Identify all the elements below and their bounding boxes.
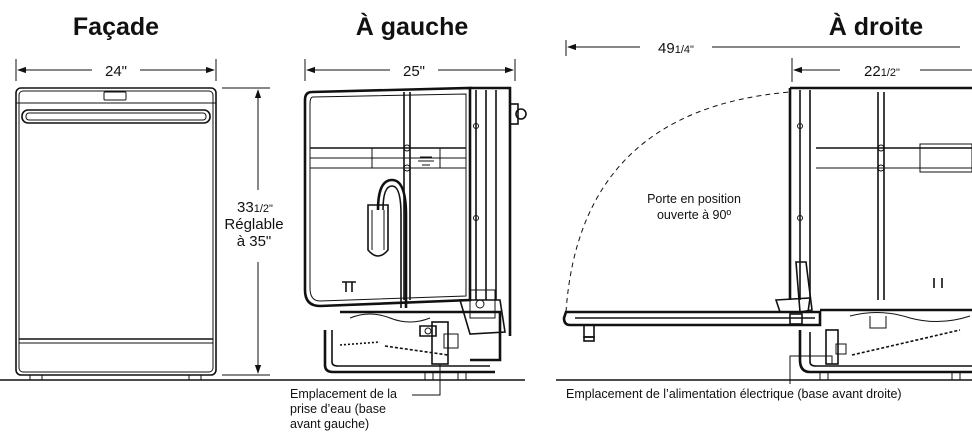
front-width-label: 24" [105, 63, 127, 80]
door-open-label-line2: ouverte à 90º [657, 208, 731, 222]
water-inlet-label-line3: avant gauche) [290, 417, 369, 431]
front-view: 24" [15, 59, 217, 381]
power-supply-label: Emplacement de l’alimentation électrique… [566, 387, 902, 401]
height-dimension-label: 331/2" [237, 199, 273, 216]
height-adjustable-line2: à 35" [237, 233, 272, 250]
door-open-label-line1: Porte en position [647, 192, 741, 206]
title-right: À droite [829, 12, 924, 41]
title-facade: Façade [73, 13, 159, 41]
water-inlet-label-line1: Emplacement de la [290, 387, 397, 401]
height-dimension: 331/2" Réglable à 35" [222, 87, 284, 376]
total-depth-label: 491/4" [658, 40, 694, 57]
cabinet-depth-label: 221/2" [864, 63, 900, 80]
height-adjustable-line1: Réglable [224, 216, 283, 233]
left-depth-label: 25" [403, 63, 425, 80]
right-side-view: 491/4" 221/2" [562, 40, 972, 384]
title-left: À gauche [356, 12, 469, 41]
left-side-view: 25" [303, 59, 527, 396]
water-inlet-label-line2: prise d’eau (base [290, 402, 386, 416]
